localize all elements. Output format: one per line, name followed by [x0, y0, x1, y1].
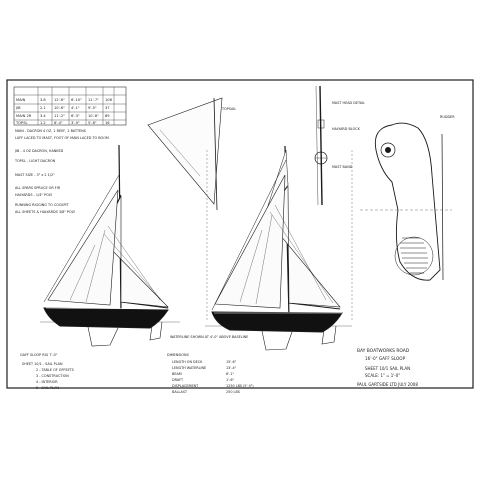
sail-row-2-name: MAIN 2R: [16, 114, 32, 118]
scale-label: SCALE: 1" = 1'-0": [365, 373, 400, 378]
svg-text:LENGTH WATERLINE: LENGTH WATERLINE: [172, 366, 206, 370]
svg-text:16: 16: [105, 121, 110, 125]
svg-text:11'-7": 11'-7": [88, 98, 99, 102]
svg-text:SHEET 10/1 - SAIL PLAN: SHEET 10/1 - SAIL PLAN: [22, 362, 63, 366]
rudder-outline: [374, 122, 441, 281]
topsail-detail: TOPSAIL: [147, 97, 236, 211]
svg-text:6'-1": 6'-1": [226, 372, 234, 376]
mast-band-label: MAST BAND: [332, 165, 353, 169]
design-title: BAY BOATWORKS ROAD: [357, 348, 410, 354]
mast-head-detail: MAST HEAD DETAIL HALYARD BLOCK MAST BAND: [314, 85, 365, 206]
rudder-detail: RUDDER: [360, 115, 455, 281]
note-7: RUNNING RIGGING TO COCKPIT: [15, 203, 69, 207]
rudder-label: RUDDER: [440, 115, 455, 119]
svg-text:3.4: 3.4: [40, 114, 46, 118]
dimensions-title: DIMENSIONS: [167, 353, 189, 357]
designer-label: PAUL GARTSIDE LTD JULY 2008: [357, 382, 418, 387]
drawing-border: [6, 79, 474, 389]
sail-row-1-name: JIB: [15, 106, 21, 110]
svg-text:6'-3": 6'-3": [71, 114, 80, 118]
note-0: MAIN - DACRON 4 OZ, 1 REEF, 2 BATTENS: [15, 129, 86, 133]
boat-right: [205, 145, 353, 351]
svg-text:DRAFT: DRAFT: [172, 378, 184, 382]
svg-text:250 LBS: 250 LBS: [226, 390, 240, 394]
note-8: ALL SHEETS & HALYARDS 3/8" POLY: [15, 210, 76, 214]
sheet-list-title: GAFF SLOOP RIG 7'-0": [20, 353, 58, 357]
svg-text:1'-6": 1'-6": [226, 378, 234, 382]
sheet-list: GAFF SLOOP RIG 7'-0" SHEET 10/1 - SAIL P…: [20, 353, 74, 390]
svg-text:3 - CONSTRUCTION: 3 - CONSTRUCTION: [36, 374, 69, 378]
jib-right: [214, 174, 286, 309]
svg-text:3'-9": 3'-9": [71, 121, 80, 125]
svg-text:10'-8": 10'-8": [88, 114, 99, 118]
hull-left: [43, 307, 169, 329]
svg-text:2 - TABLE OF OFFSETS: 2 - TABLE OF OFFSETS: [36, 368, 74, 372]
jib-left: [47, 189, 119, 306]
svg-text:15'-6": 15'-6": [226, 360, 237, 364]
note-1: LUFF LACED TO MAST, FOOT OF MAIN LACED T…: [15, 136, 109, 140]
left-notes: MAIN - DACRON 4 OZ, 1 REEF, 2 BATTENS LU…: [14, 129, 109, 214]
svg-text:1.2: 1.2: [40, 121, 46, 125]
sail-table: MAIN 3.8 12'-6" 6'-10" 11'-7" 108 JIB 2.…: [13, 86, 127, 126]
note-5: ALL SPARS SPRUCE OR FIR: [15, 186, 61, 190]
svg-text:6'-4": 6'-4": [54, 121, 63, 125]
svg-text:BALLAST: BALLAST: [172, 390, 188, 394]
svg-text:9'-5": 9'-5": [88, 106, 97, 110]
svg-text:108: 108: [105, 98, 113, 102]
svg-text:6'-10": 6'-10": [71, 98, 82, 102]
svg-text:2.1: 2.1: [40, 106, 46, 110]
svg-text:DISPLACEMENT: DISPLACEMENT: [172, 384, 199, 388]
sheet-label: SHEET 10/1 SAIL PLAN: [365, 366, 410, 371]
topsail-label: TOPSAIL: [221, 107, 236, 111]
waterline-note: WATERLINE SHOWN AT 4'-0" ABOVE BASELINE: [170, 335, 248, 339]
dimensions-block: DIMENSIONS LENGTH ON DECK 15'-6" LENGTH …: [167, 353, 254, 394]
sail-row-3-name: TOPSL: [15, 121, 27, 125]
sail-row-0-name: MAIN: [16, 98, 26, 102]
svg-text:13'-4": 13'-4": [226, 366, 237, 370]
svg-text:LENGTH ON DECK: LENGTH ON DECK: [172, 360, 203, 364]
svg-text:5 - SAIL PLAN: 5 - SAIL PLAN: [36, 386, 59, 390]
note-3: TOPSL - LIGHT DACRON: [14, 159, 56, 163]
svg-text:10'-6": 10'-6": [54, 106, 65, 110]
boat-left: [40, 144, 180, 347]
svg-text:3.8: 3.8: [40, 98, 46, 102]
svg-text:11'-2": 11'-2": [54, 114, 65, 118]
svg-text:4 - INTERIOR: 4 - INTERIOR: [36, 380, 58, 384]
note-4: MAST SIZE - 3" x 2 1/2": [15, 173, 55, 177]
svg-text:89: 89: [105, 114, 110, 118]
mast-head-label: MAST HEAD DETAIL: [332, 101, 365, 105]
svg-text:37: 37: [105, 106, 110, 110]
hull-right: [211, 311, 343, 333]
svg-text:12'-6": 12'-6": [54, 98, 65, 102]
halyard-label: HALYARD BLOCK: [332, 127, 361, 131]
note-6: HALYARDS - 1/4" POLY: [15, 193, 53, 197]
svg-text:4'-1": 4'-1": [71, 106, 80, 110]
boat-type: 16'-0" GAFF SLOOP: [365, 356, 406, 361]
svg-text:BEAM: BEAM: [172, 372, 182, 376]
note-2: JIB - 4 OZ DACRON, HANKED: [14, 149, 64, 153]
svg-text:5'-6": 5'-6": [88, 121, 97, 125]
svg-text:1250 LBS (5' 4"): 1250 LBS (5' 4"): [226, 384, 254, 388]
title-block: BAY BOATWORKS ROAD 16'-0" GAFF SLOOP SHE…: [357, 348, 418, 387]
